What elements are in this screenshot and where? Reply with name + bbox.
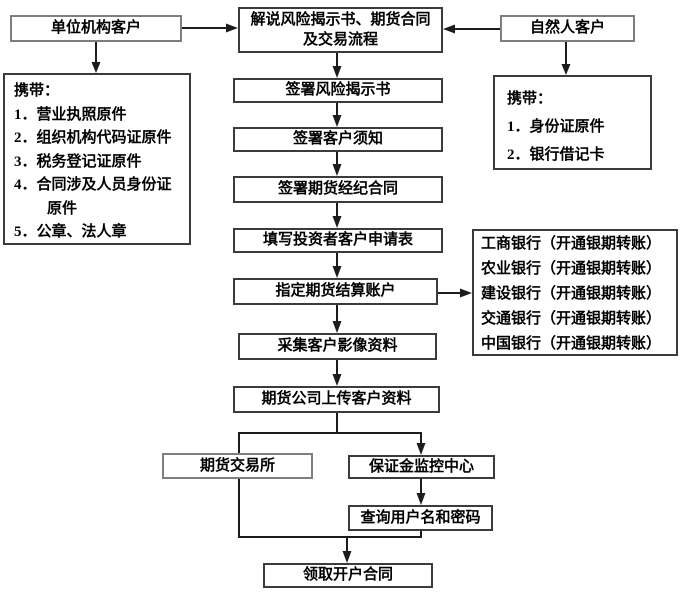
- list-natural-carry: 携带： 1．身份证原件 2．银行借记卡: [493, 75, 652, 170]
- arrow-natural-to-carry-list: [561, 42, 571, 75]
- arrow-fill-form-to-designate: [332, 253, 342, 278]
- node-margin-monitoring-center: 保证金监控中心: [348, 455, 495, 479]
- list-natural-carry-title: 携带：: [507, 91, 553, 107]
- arrow-sign-contract-to-fill-form: [332, 203, 342, 228]
- node-explain-session: 解说风险揭示书、期货合同 及交易流程: [238, 7, 443, 53]
- node-collect-customer-image: 采集客户影像资料: [238, 333, 437, 360]
- list-item: 5．公章、法人章: [14, 224, 127, 240]
- list-item: 1．身份证原件: [507, 119, 605, 135]
- list-item-bank: 农业银行（开通银期转账）: [481, 261, 662, 277]
- connector-merge-to-receive: [238, 530, 422, 563]
- node-sign-broker-contract: 签署期货经纪合同: [233, 176, 443, 203]
- arrow-sign-notice-to-sign-contract: [332, 152, 342, 176]
- list-item-bank: 建设银行（开通银期转账）: [481, 286, 662, 302]
- list-item-continuation: 原件: [47, 200, 78, 217]
- list-item: 2．组织机构代码证原件: [14, 130, 172, 146]
- node-receive-account-contract: 领取开户合同: [263, 563, 433, 588]
- node-futures-exchange: 期货交易所: [162, 453, 313, 479]
- list-banks: 工商银行（开通银期转账） 农业银行（开通银期转账） 建设银行（开通银期转账） 交…: [472, 229, 678, 356]
- node-sign-customer-notice: 签署客户须知: [233, 127, 443, 152]
- node-upload-customer-data: 期货公司上传客户资料: [233, 386, 440, 413]
- list-unit-carry-title: 携带：: [14, 83, 60, 99]
- node-query-username-password: 查询用户名和密码: [348, 505, 493, 531]
- arrow-explain-to-sign-risk: [332, 53, 342, 78]
- node-explain-line2: 及交易流程: [302, 32, 378, 48]
- connector-upload-split: [238, 413, 426, 538]
- list-item: 1．营业执照原件: [14, 106, 127, 123]
- list-item: 4．合同涉及人员身份证: [14, 177, 172, 193]
- node-designate-settlement-account: 指定期货结算账户: [233, 278, 438, 305]
- arrow-collect-to-upload: [332, 360, 342, 386]
- arrow-sign-risk-to-sign-notice: [332, 103, 342, 127]
- node-unit-customer: 单位机构客户: [10, 15, 182, 42]
- arrow-designate-to-banks: [438, 288, 472, 298]
- arrow-designate-to-collect: [332, 305, 342, 333]
- node-explain-line1: 解说风险揭示书、期货合同: [250, 12, 431, 28]
- node-fill-application-form: 填写投资者客户申请表: [233, 228, 443, 253]
- arrow-unit-to-explain: [182, 23, 238, 33]
- arrow-unit-to-carry-list: [91, 42, 101, 73]
- list-unit-carry: 携带： 1．营业执照原件 2．组织机构代码证原件 3．税务登记证原件 4．合同涉…: [3, 73, 191, 245]
- list-item: 2．银行借记卡: [507, 147, 605, 163]
- arrow-natural-to-explain: [443, 24, 500, 34]
- node-sign-risk-statement: 签署风险揭示书: [233, 78, 443, 103]
- list-item: 3．税务登记证原件: [14, 153, 142, 170]
- list-item-bank: 工商银行（开通银期转账）: [481, 236, 662, 252]
- arrow-margin-to-query: [416, 478, 426, 505]
- list-item-bank: 交通银行（开通银期转账）: [481, 311, 662, 327]
- list-item-bank: 中国银行（开通银期转账）: [481, 336, 662, 352]
- node-natural-customer: 自然人客户: [500, 15, 635, 42]
